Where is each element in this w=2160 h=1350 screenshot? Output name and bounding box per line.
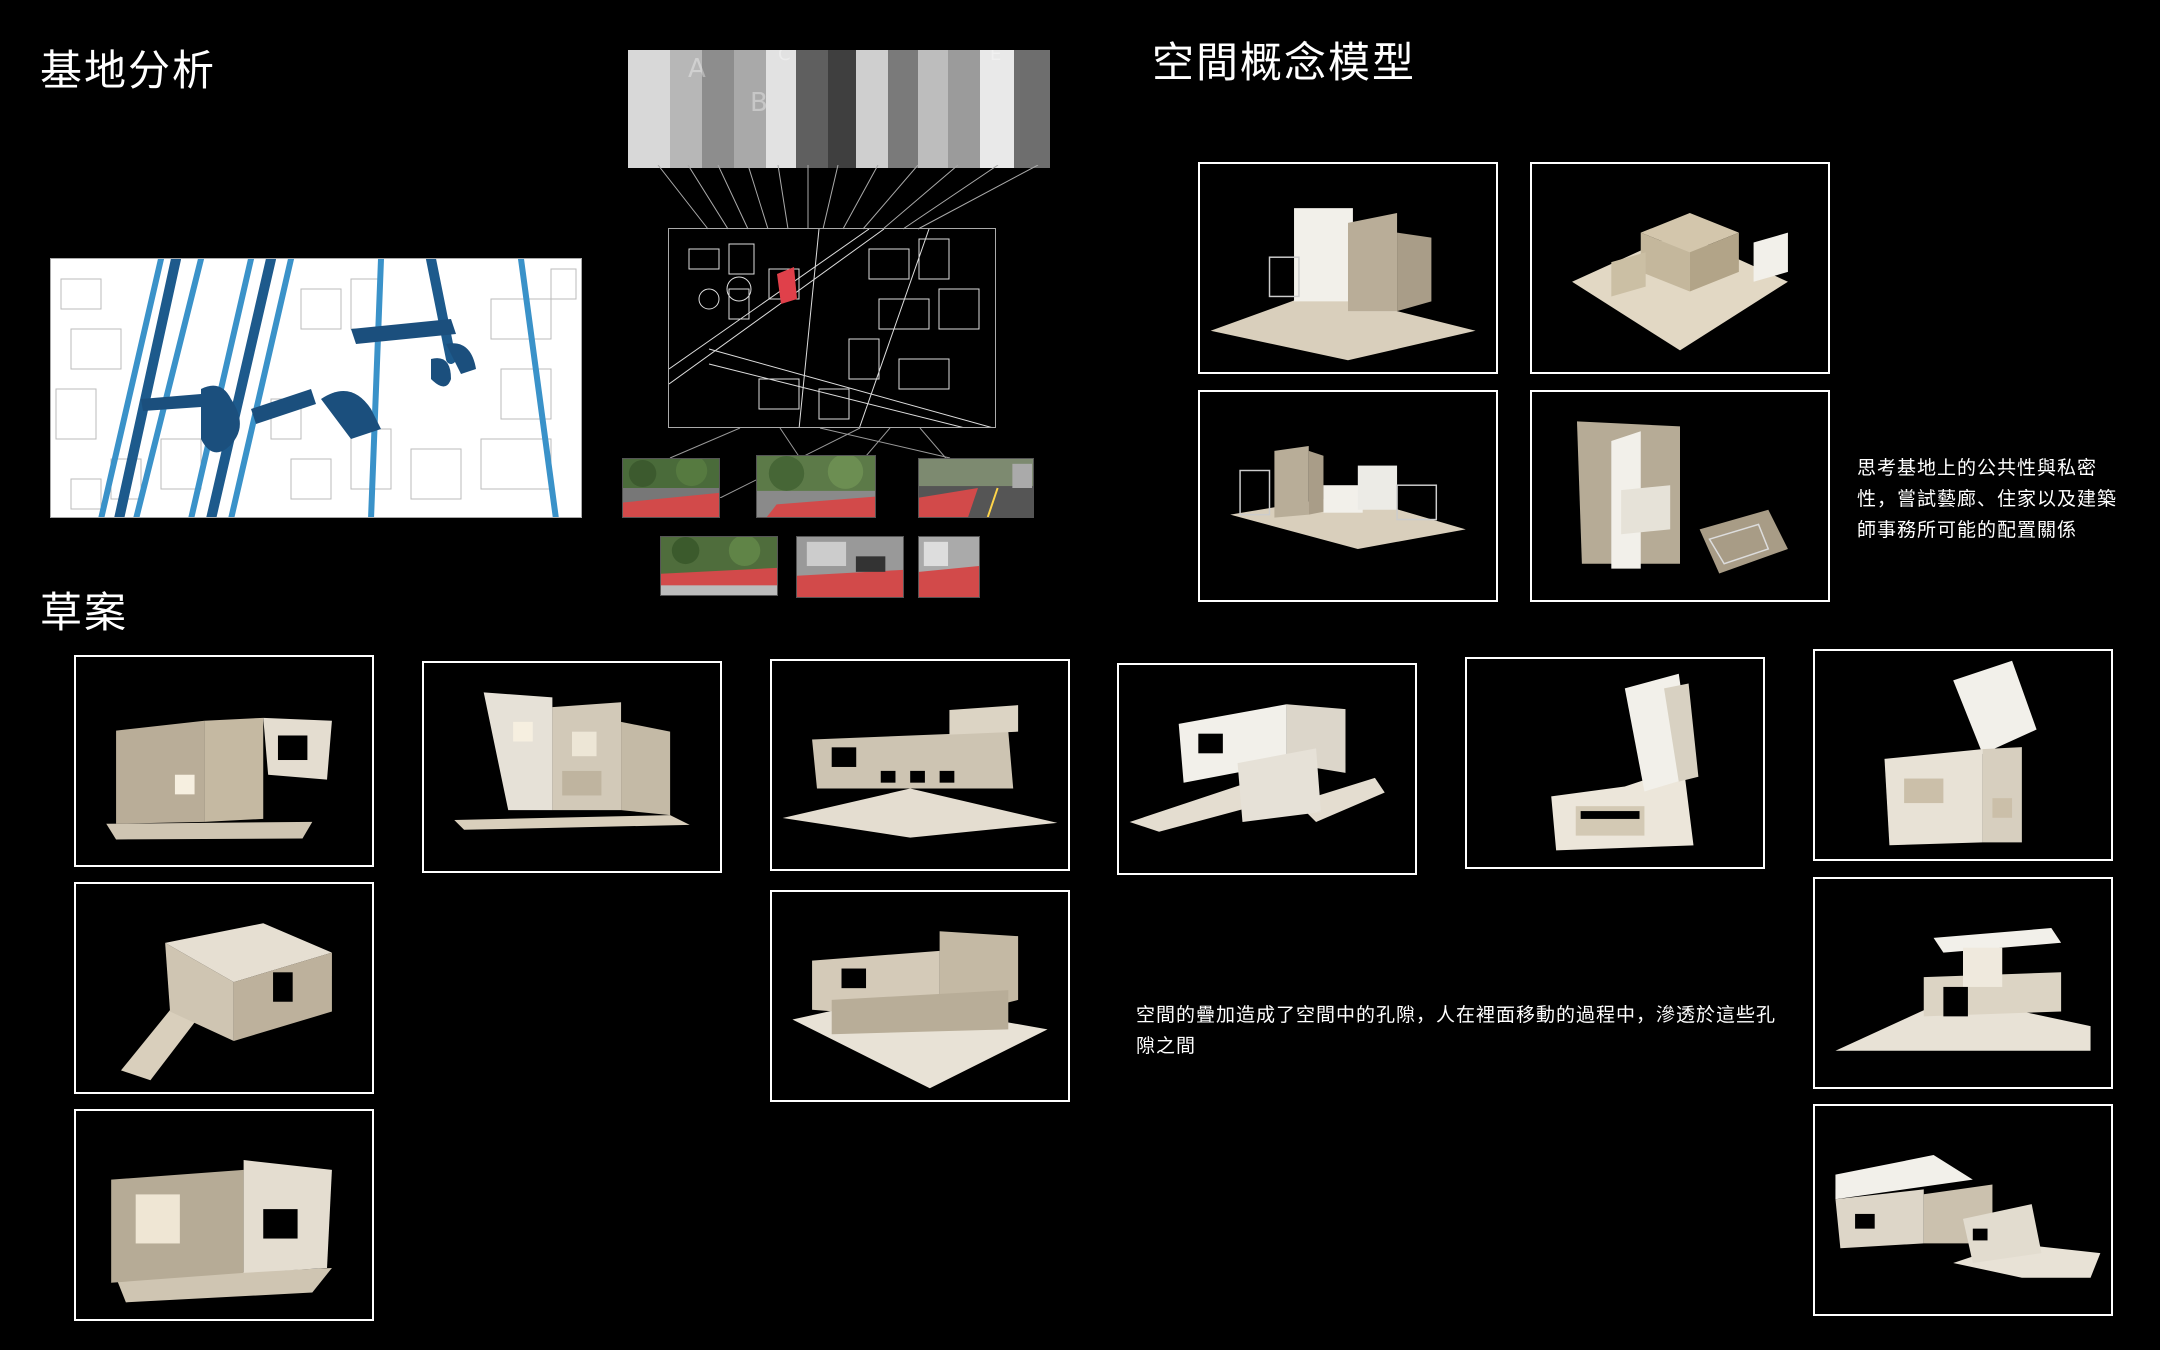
site-analysis-heading: 基地分析 [40,46,217,95]
draft-model-8 [1465,657,1765,869]
concept-models-heading: 空間概念模型 [1152,38,1417,87]
draft-model-6 [770,890,1070,1102]
site-parcel-highlight [777,267,797,304]
street-photo-1 [622,458,720,518]
site-line-plan-drawing [669,229,992,427]
drafts-heading: 草案 [40,588,129,637]
street-photo-4 [660,536,778,596]
site-flow-map-drawing [55,259,577,517]
street-photo-2 [756,455,876,518]
street-photo-5 [796,536,904,598]
drafts-note: 空間的疊加造成了空間中的孔隙，人在裡面移動的過程中，滲透於這些孔隙之間 [1136,1004,1777,1057]
concept-note: 思考基地上的公共性與私密性，嘗試藝廊、住家以及建築師事務所可能的配置關係 [1857,457,2118,541]
site-plan-connectors [657,165,1039,230]
street-elevation-strip: A B C E [628,50,1050,168]
zone-label-a: A [688,54,706,84]
concept-model-2 [1530,162,1830,374]
draft-model-2 [74,882,374,1094]
draft-model-3 [74,1109,374,1321]
concept-model-4 [1530,390,1830,602]
zone-label-b: B [750,88,768,118]
street-photo-6 [918,536,980,598]
draft-model-9 [1813,649,2113,861]
concept-model-1 [1198,162,1498,374]
zone-label-e: E [990,50,1002,65]
site-line-plan [668,228,996,428]
street-photo-3 [918,458,1034,518]
draft-model-5 [770,659,1070,871]
draft-model-11 [1813,1104,2113,1316]
concept-model-3 [1198,390,1498,602]
draft-model-1 [74,655,374,867]
draft-model-4 [422,661,722,873]
draft-model-7 [1117,663,1417,875]
zone-label-c: C [778,50,791,65]
site-flow-map [50,258,582,518]
draft-model-10 [1813,877,2113,1089]
